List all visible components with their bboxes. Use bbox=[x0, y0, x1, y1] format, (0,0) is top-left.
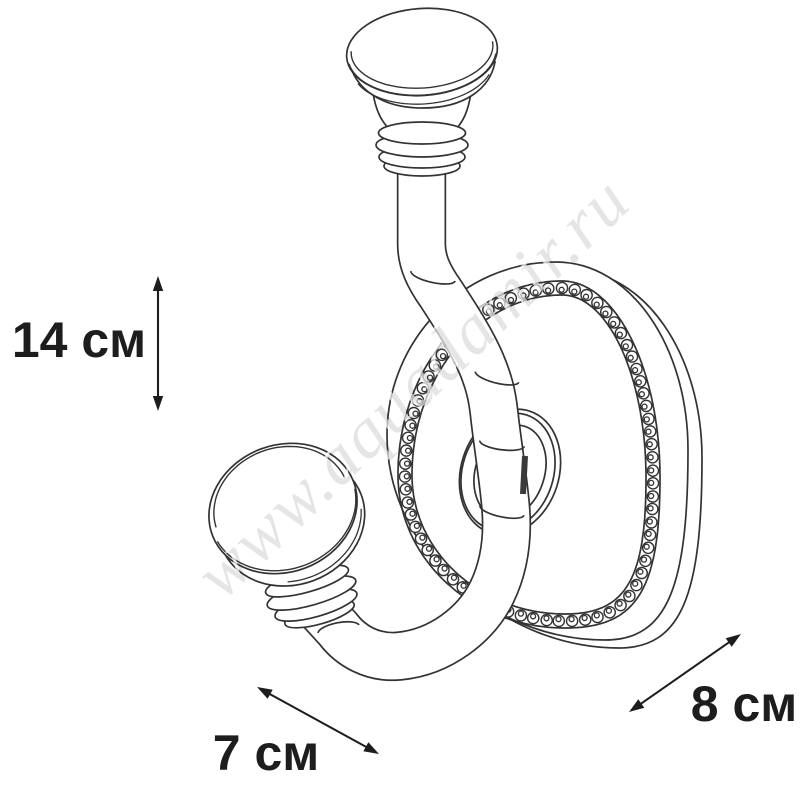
svg-text:8 см: 8 см bbox=[691, 676, 798, 732]
svg-text:7 см: 7 см bbox=[213, 725, 320, 781]
svg-text:14 см: 14 см bbox=[12, 312, 146, 368]
